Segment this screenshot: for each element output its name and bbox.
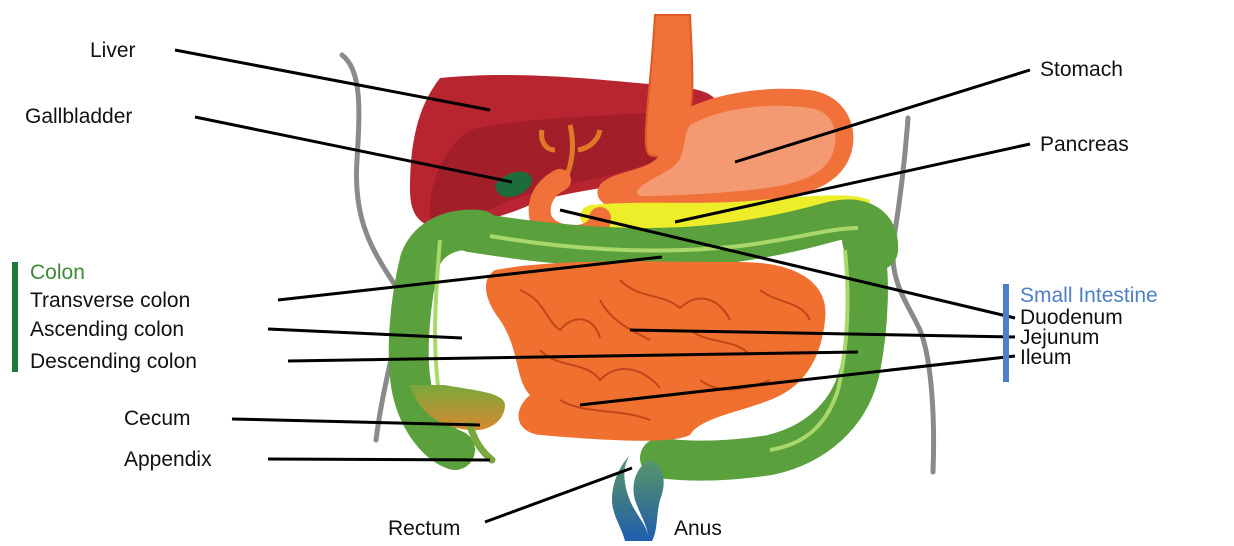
label-rectum: Rectum bbox=[388, 518, 460, 539]
label-descending-colon: Descending colon bbox=[30, 351, 197, 372]
leader-appendix bbox=[268, 459, 490, 460]
label-cecum: Cecum bbox=[124, 408, 191, 429]
label-liver: Liver bbox=[90, 40, 136, 61]
colon-group-bar bbox=[12, 262, 18, 372]
label-duodenum: Duodenum bbox=[1020, 307, 1123, 328]
label-stomach: Stomach bbox=[1040, 59, 1123, 80]
leader-ascending-colon bbox=[268, 329, 462, 338]
label-ileum: Ileum bbox=[1020, 347, 1071, 368]
rectum-shape bbox=[612, 455, 664, 541]
label-anus: Anus bbox=[674, 518, 722, 539]
leader-rectum bbox=[485, 468, 632, 522]
label-pancreas: Pancreas bbox=[1040, 134, 1129, 155]
label-colon-group: Colon bbox=[30, 262, 85, 283]
label-small-intestine-group: Small Intestine bbox=[1020, 285, 1158, 306]
small-intestine-group-bar bbox=[1003, 284, 1009, 382]
label-gallbladder: Gallbladder bbox=[25, 106, 132, 127]
label-appendix: Appendix bbox=[124, 449, 212, 470]
label-transverse-colon: Transverse colon bbox=[30, 290, 190, 311]
small-intestine-shape bbox=[486, 261, 826, 440]
label-ascending-colon: Ascending colon bbox=[30, 319, 184, 340]
label-jejunum: Jejunum bbox=[1020, 327, 1099, 348]
